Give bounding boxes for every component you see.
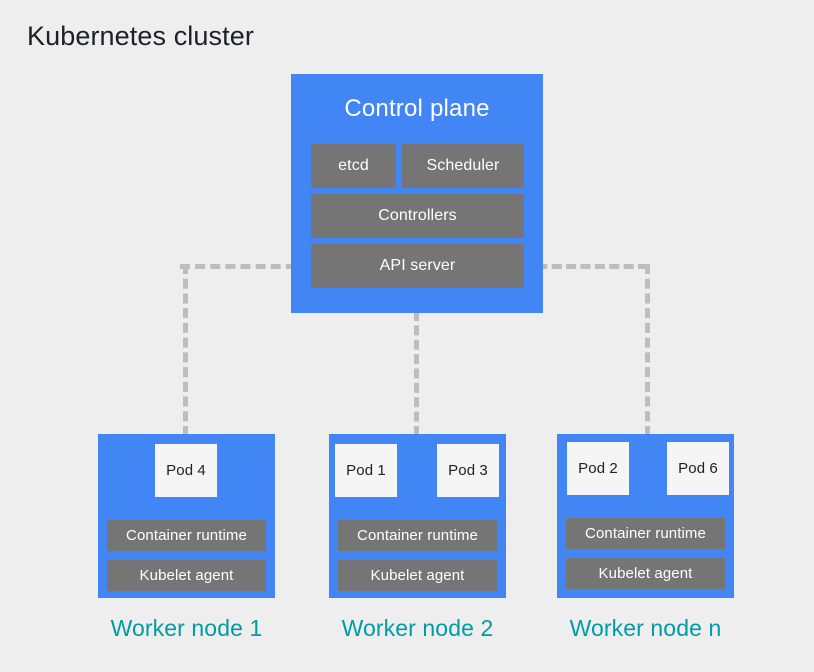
connector-control-plane-to-worker-2-vertical <box>414 311 419 436</box>
worker-node-1-caption: Worker node 1 <box>110 615 263 641</box>
pod-box[interactable]: Pod 6 <box>667 442 729 495</box>
control-plane-component-scheduler[interactable]: Scheduler <box>402 144 524 188</box>
control-plane-box[interactable]: Control plane etcd Scheduler Controllers… <box>291 74 543 313</box>
connector-api-server-to-worker-1-vertical <box>183 264 188 436</box>
worker-node-n-caption: Worker node n <box>569 615 722 641</box>
page-title: Kubernetes cluster <box>27 21 254 51</box>
control-plane-component-api-server[interactable]: API server <box>311 244 524 288</box>
connector-api-server-to-worker-n-horizontal <box>523 264 648 269</box>
worker-node-n-kubelet-agent[interactable]: Kubelet agent <box>566 558 725 589</box>
connector-api-server-to-worker-n-vertical <box>645 264 650 436</box>
control-plane-component-etcd[interactable]: etcd <box>311 144 396 188</box>
worker-node-2-container-runtime[interactable]: Container runtime <box>338 520 497 551</box>
pod-box[interactable]: Pod 2 <box>567 442 629 495</box>
pod-box[interactable]: Pod 3 <box>437 444 499 497</box>
worker-node-1-box[interactable]: Pod 4 Container runtime Kubelet agent <box>98 434 275 598</box>
pod-box[interactable]: Pod 4 <box>155 444 217 497</box>
worker-node-2-caption: Worker node 2 <box>341 615 494 641</box>
pod-box[interactable]: Pod 1 <box>335 444 397 497</box>
worker-node-n-container-runtime[interactable]: Container runtime <box>566 518 725 549</box>
connector-api-server-to-worker-1-horizontal <box>180 264 311 269</box>
worker-node-2-kubelet-agent[interactable]: Kubelet agent <box>338 560 497 591</box>
worker-node-1-container-runtime[interactable]: Container runtime <box>107 520 266 551</box>
control-plane-component-controllers[interactable]: Controllers <box>311 194 524 238</box>
worker-node-n-box[interactable]: Pod 2 Pod 6 Container runtime Kubelet ag… <box>557 434 734 598</box>
worker-node-2-box[interactable]: Pod 1 Pod 3 Container runtime Kubelet ag… <box>329 434 506 598</box>
worker-node-1-kubelet-agent[interactable]: Kubelet agent <box>107 560 266 591</box>
control-plane-title: Control plane <box>344 95 490 122</box>
